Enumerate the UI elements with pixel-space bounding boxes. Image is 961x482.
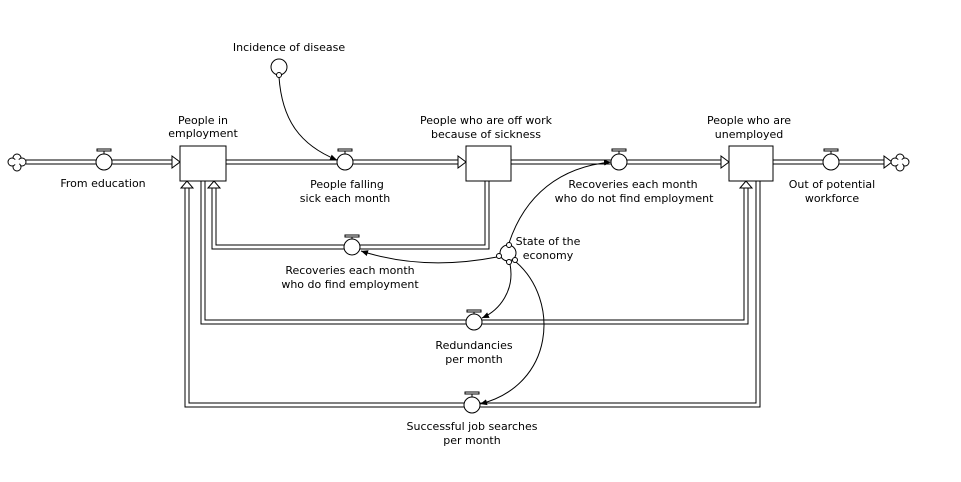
valve-job-searches[interactable]	[463, 391, 481, 414]
label-out-workforce-line1: Out of potential	[789, 178, 875, 191]
pipe-job-searches	[184, 181, 761, 408]
label-recov-no-job-line2: who do not find employment	[555, 192, 715, 205]
stock-people-unemployed[interactable]	[728, 145, 774, 182]
label-from-education: From education	[60, 177, 145, 190]
connector-incidence-to-falling-sick	[278, 76, 338, 161]
label-unemployed-line2: unemployed	[715, 128, 783, 141]
label-falling-sick-line1: People falling	[310, 178, 384, 191]
connectors	[278, 76, 612, 406]
valve-people-falling-sick[interactable]	[336, 148, 354, 171]
arrowhead-into-sick	[457, 155, 467, 169]
label-recov-job-line2: who do find employment	[281, 278, 419, 291]
connector-economy-to-job-searches	[479, 261, 545, 406]
stock-people-in-employment[interactable]	[179, 145, 227, 182]
pipes	[26, 159, 888, 408]
valve-recoveries-no-job[interactable]	[610, 148, 628, 171]
flow-arrowheads	[171, 155, 893, 189]
sink-cloud-icon	[890, 153, 910, 172]
arrowhead-job-search-into-employed	[179, 180, 195, 189]
connector-economy-to-redundancies	[481, 263, 512, 319]
connector-economy-to-recoveries-no-job	[508, 159, 612, 244]
label-unemployed-line1: People who are	[707, 114, 791, 127]
label-redundancies-line2: per month	[445, 353, 502, 366]
aux-state-of-economy[interactable]	[496, 242, 518, 265]
arrowhead-into-employed	[171, 155, 181, 169]
label-job-searches-line2: per month	[443, 434, 500, 447]
label-incidence-of-disease: Incidence of disease	[233, 41, 345, 54]
label-out-workforce-line2: workforce	[805, 192, 860, 205]
label-employed-line1: People in	[178, 114, 228, 127]
label-recov-no-job-line1: Recoveries each month	[568, 178, 697, 191]
label-employed-line2: employment	[168, 127, 238, 140]
arrowhead-recovery-into-employed	[206, 180, 222, 189]
arrowhead-redundancy-into-unemployed	[738, 180, 754, 189]
label-job-searches-line1: Successful job searches	[407, 420, 538, 433]
arrowhead-into-unemployed	[720, 155, 730, 169]
label-economy-line1: State of the	[516, 235, 581, 248]
label-redundancies-line1: Redundancies	[435, 339, 512, 352]
label-recov-job-line1: Recoveries each month	[285, 264, 414, 277]
valve-recoveries-job[interactable]	[343, 234, 361, 256]
valve-from-education[interactable]	[95, 148, 113, 171]
source-cloud-icon	[7, 153, 27, 172]
label-economy-line2: economy	[523, 249, 574, 262]
valve-redundancies[interactable]	[465, 309, 483, 331]
connector-economy-to-recoveries-job	[360, 250, 498, 264]
label-sick-line1: People who are off work	[420, 114, 553, 127]
aux-incidence-of-disease[interactable]	[270, 58, 288, 78]
labels: Incidence of disease People in employmen…	[60, 41, 875, 447]
arrowhead-into-sink	[883, 155, 893, 169]
label-falling-sick-line2: sick each month	[300, 192, 390, 205]
label-sick-line2: because of sickness	[431, 128, 541, 141]
stock-people-off-sick[interactable]	[465, 145, 512, 182]
valve-out-of-workforce[interactable]	[822, 148, 840, 171]
